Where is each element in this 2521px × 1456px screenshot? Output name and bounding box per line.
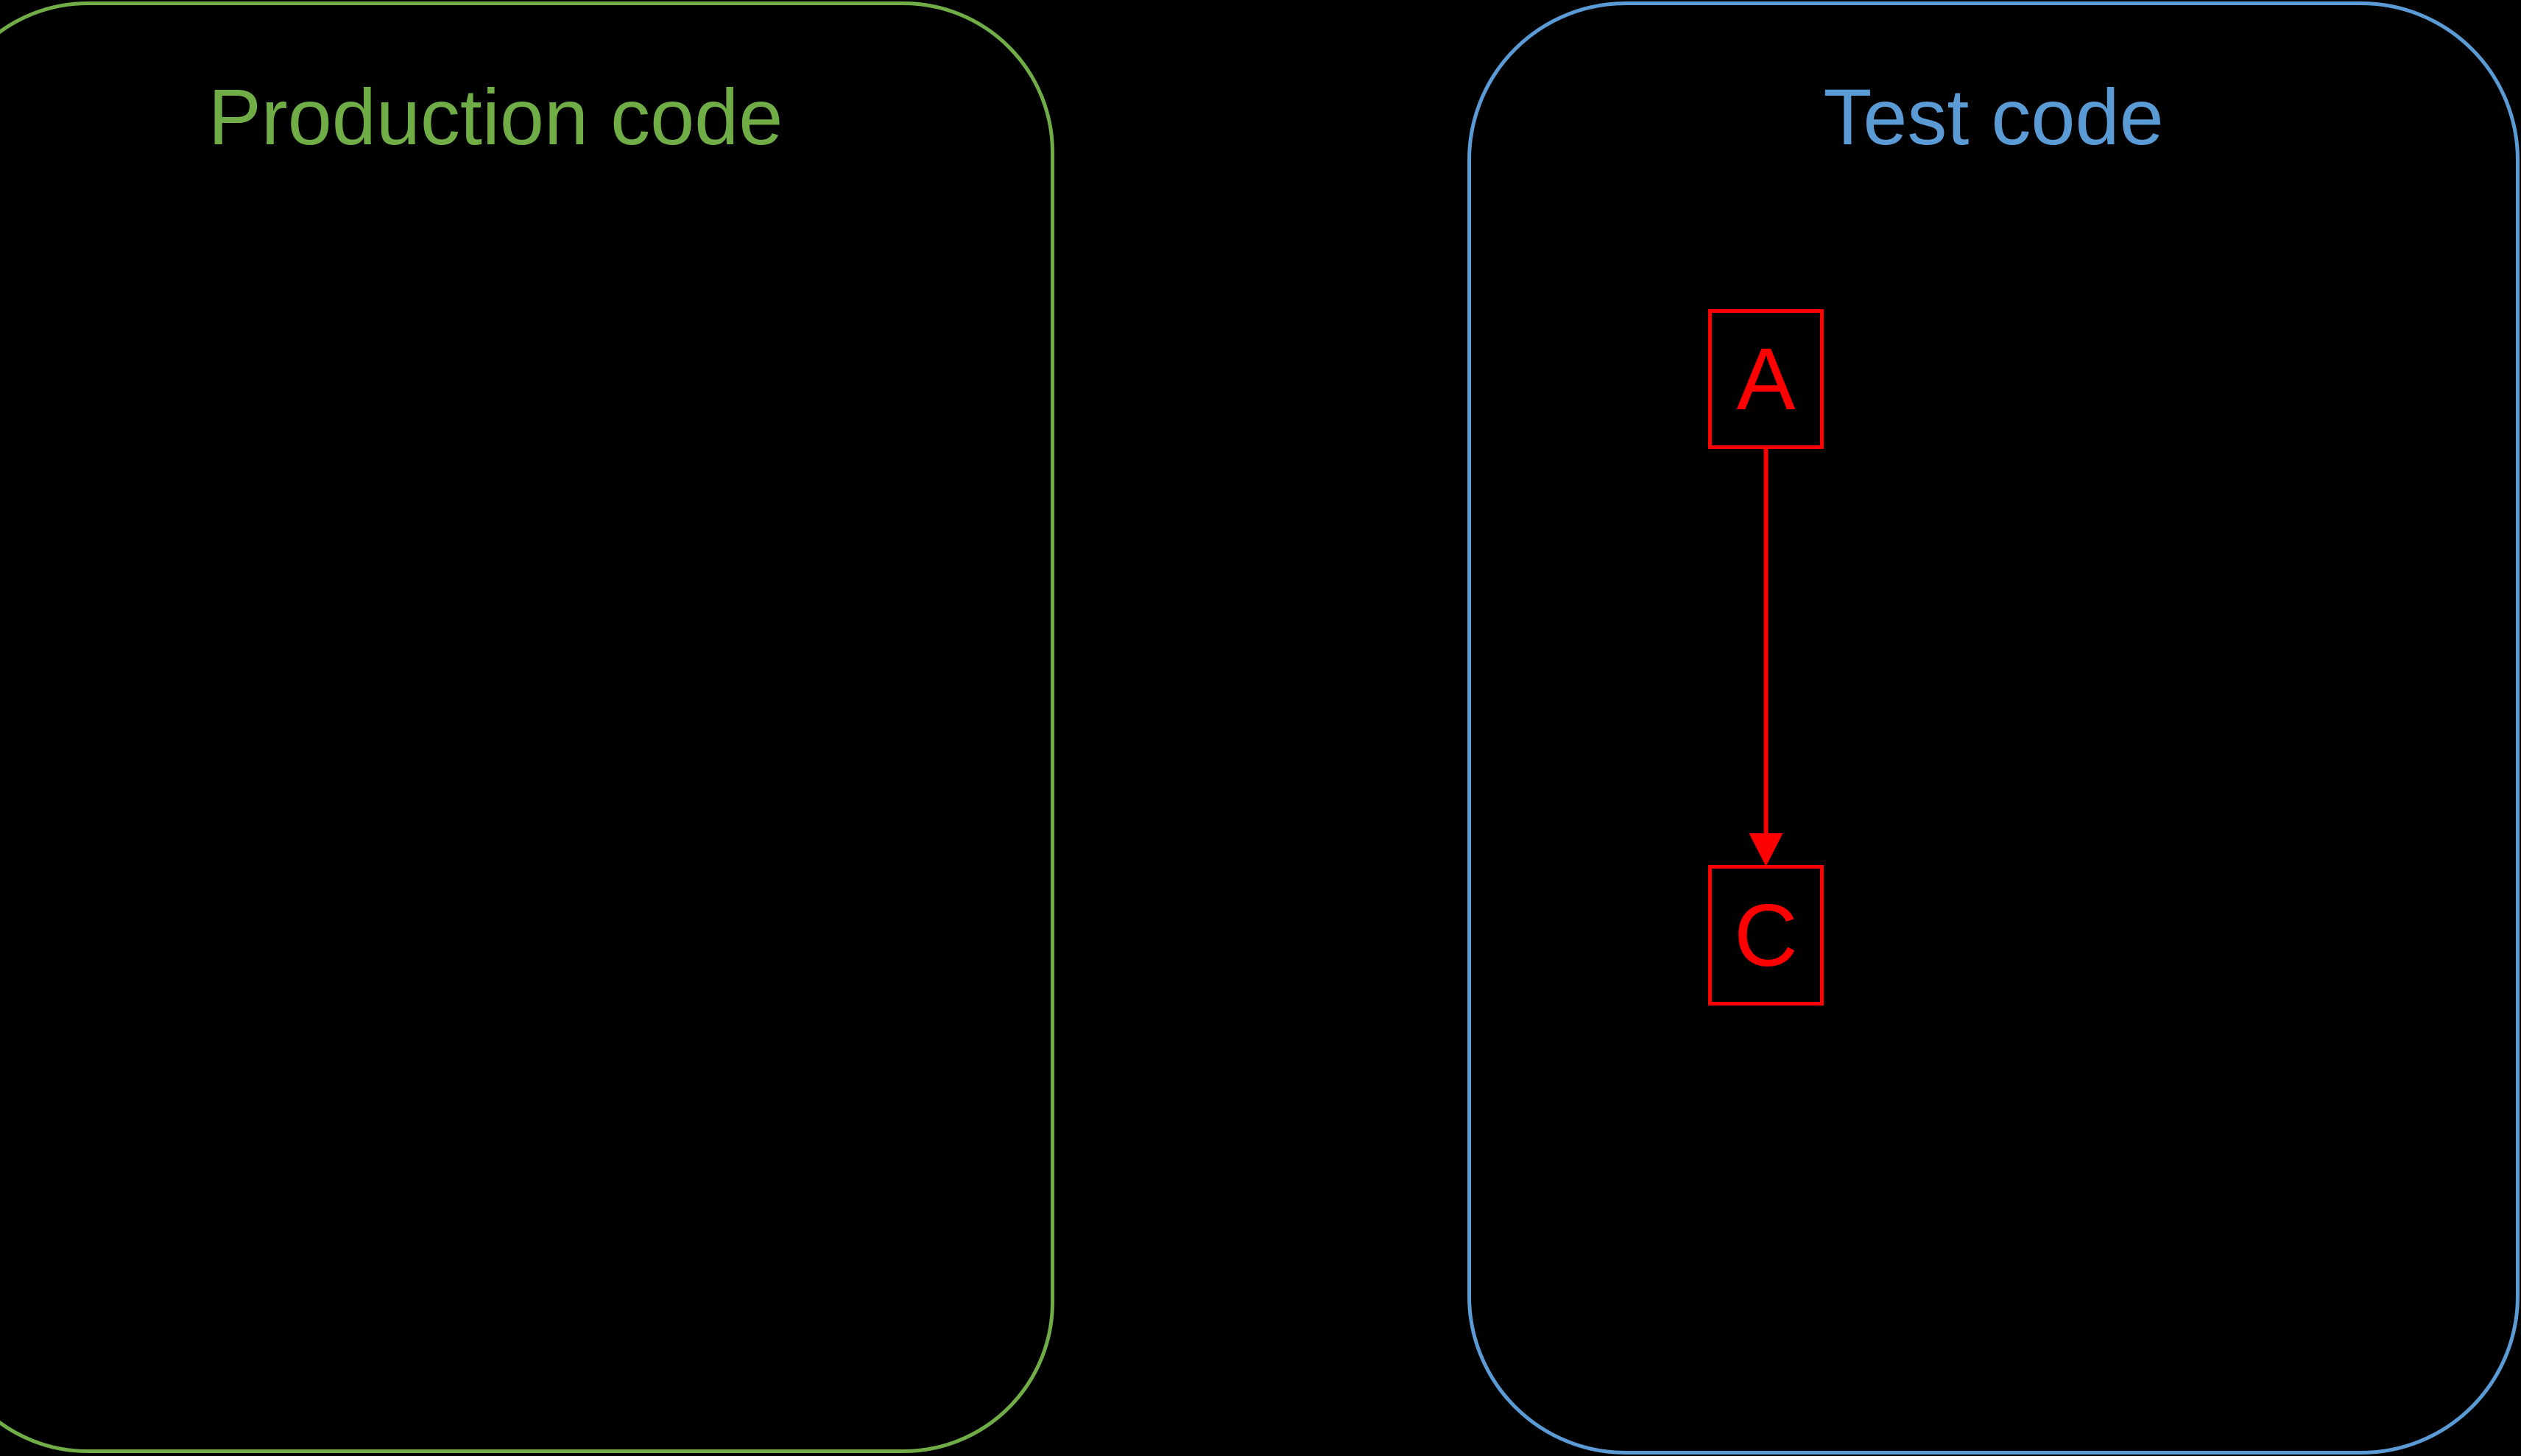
panel-production-code: Production code	[0, 1, 1054, 1453]
node-label-c: C	[1734, 886, 1798, 985]
node-box-c[interactable]: C	[1708, 865, 1824, 1006]
panel-test-code: Test code	[1467, 1, 2520, 1455]
panel-production-code-title: Production code	[208, 72, 783, 161]
node-label-a: A	[1736, 330, 1796, 428]
node-box-a[interactable]: A	[1708, 309, 1824, 449]
panel-test-code-title: Test code	[1823, 72, 2164, 161]
